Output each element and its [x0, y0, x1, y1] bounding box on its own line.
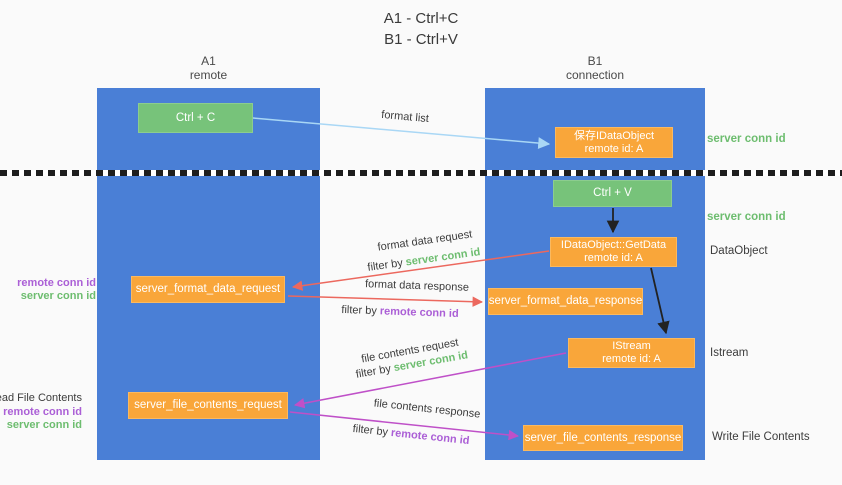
server-file-contents-response-node: server_file_contents_response — [523, 425, 683, 451]
save-idataobject-line1: 保存IDataObject — [573, 129, 655, 142]
format-data-response-filter-label: filter by remote conn id — [330, 304, 470, 322]
lifeline-b-name: connection — [565, 68, 625, 82]
write-file-contents-label: Write File Contents — [712, 431, 810, 443]
left-conn-id-group-1: remote conn id server conn id — [17, 277, 96, 302]
server-conn-id-key: server conn id — [404, 246, 482, 269]
server-format-data-request-node: server_format_data_request — [131, 276, 285, 303]
remote-conn-id-key: remote conn id — [390, 426, 471, 448]
ctrl-c-node: Ctrl + C — [138, 103, 253, 133]
lifeline-a-name: remote — [189, 68, 228, 82]
lifeline-b-header: B1 connection — [485, 54, 705, 82]
copy-paste-divider-line — [0, 170, 842, 176]
lifeline-a-header: A1 remote — [97, 54, 320, 82]
format-data-response-label: format data response — [364, 278, 470, 294]
file-contents-response-filter-label: filter by remote conn id — [341, 422, 482, 450]
filter-by-text: filter by — [352, 422, 392, 439]
server-format-data-request-label: server_format_data_request — [135, 283, 281, 295]
format-list-arrow-label: format list — [380, 108, 430, 126]
istream-node: IStream remote id: A — [568, 338, 695, 368]
server-format-data-response-node: server_format_data_response — [488, 288, 643, 315]
server-file-contents-request-label: server_file_contents_request — [134, 399, 282, 411]
diagram-title: A1 - Ctrl+C B1 - Ctrl+V — [0, 8, 842, 50]
server-file-contents-request-node: server_file_contents_request — [128, 392, 288, 419]
filter-by-text: filter by — [366, 256, 407, 274]
istream-side-label: Istream — [710, 347, 749, 359]
server-conn-id-label-top: server conn id — [707, 133, 786, 145]
dataobject-label: DataObject — [710, 245, 768, 257]
server-file-contents-response-label: server_file_contents_response — [524, 431, 682, 444]
lifeline-a-id: A1 — [201, 54, 216, 68]
read-file-contents-label: Read File Contents — [0, 392, 82, 404]
istream-line2: remote id: A — [602, 353, 661, 365]
file-contents-response-label: file contents response — [373, 397, 481, 421]
save-idataobject-line2: remote id: A — [584, 142, 644, 155]
filter-by-text: filter by — [341, 303, 381, 318]
remote-conn-id-key: remote conn id — [379, 305, 459, 321]
remote-conn-id-label-1: remote conn id — [17, 277, 96, 289]
remote-conn-id-label-2: remote conn id — [3, 406, 82, 418]
save-idataobject-node: 保存IDataObject remote id: A — [555, 127, 673, 158]
ctrl-v-node: Ctrl + V — [553, 180, 672, 207]
idataobject-getdata-node: IDataObject::GetData remote id: A — [550, 237, 677, 267]
getdata-line2: remote id: A — [584, 252, 643, 264]
server-format-data-response-label: server_format_data_response — [488, 295, 643, 307]
lifeline-b-id: B1 — [587, 54, 603, 68]
title-line-2: B1 - Ctrl+V — [384, 31, 458, 48]
server-conn-id-label-mid: server conn id — [707, 211, 786, 223]
server-conn-id-label-2: server conn id — [6, 418, 82, 431]
left-conn-id-group-2: remote conn id server conn id — [3, 406, 82, 431]
title-line-1: A1 - Ctrl+C — [383, 10, 459, 27]
ctrl-c-label: Ctrl + C — [175, 111, 216, 124]
server-conn-id-label-1: server conn id — [20, 289, 96, 302]
istream-line1: IStream — [612, 340, 651, 352]
ctrl-v-label: Ctrl + V — [593, 187, 632, 199]
getdata-line1: IDataObject::GetData — [560, 239, 667, 251]
